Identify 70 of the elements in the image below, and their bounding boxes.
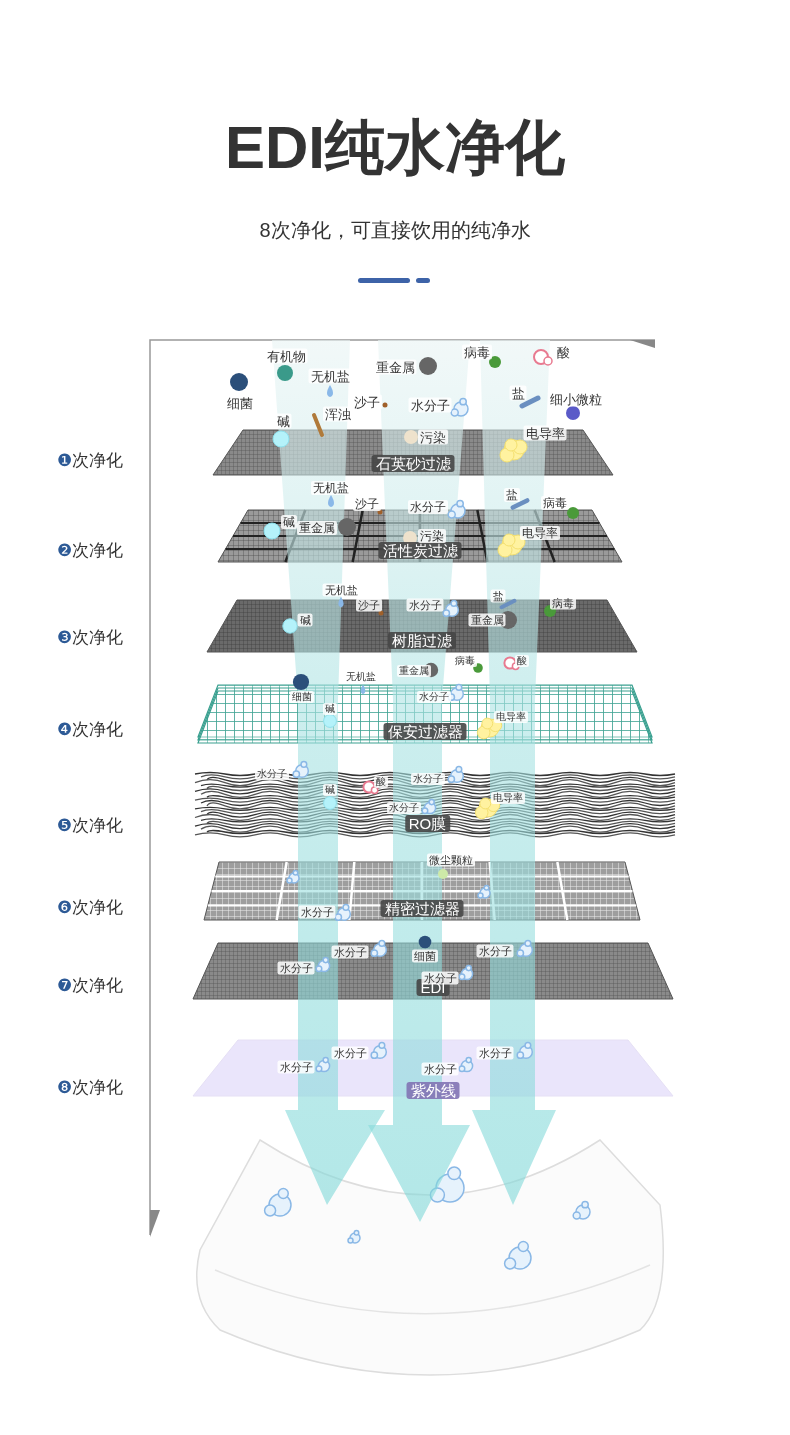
particle-label: 电导率 xyxy=(523,425,567,441)
particle-label: 水分子 xyxy=(298,905,336,919)
particle-label: 碱 xyxy=(323,703,337,715)
particle-label: 水分子 xyxy=(408,500,448,514)
particle-label: 沙子 xyxy=(352,394,382,410)
particle-label: 水分子 xyxy=(255,768,289,780)
particle-label: 无机盐 xyxy=(322,583,360,597)
title: EDI纯水净化 xyxy=(224,118,566,178)
particle-label: 水分子 xyxy=(411,773,445,785)
stage-label: ❻次净化 xyxy=(57,898,124,916)
particle-label: 污染 xyxy=(418,429,448,445)
stage-label: ❶次净化 xyxy=(57,451,124,469)
particle-label: 酸 xyxy=(554,344,572,360)
stage-label: ❷次净化 xyxy=(57,541,124,559)
particle-label: 微尘颗粒 xyxy=(427,853,475,867)
particle-label: 细菌 xyxy=(290,691,314,703)
particle-label: 无机盐 xyxy=(308,368,352,384)
particle-label: 病毒 xyxy=(462,344,492,360)
particle-label: 无机盐 xyxy=(311,481,351,495)
stage-label: ❺次净化 xyxy=(57,816,124,834)
particle-label: 水分子 xyxy=(421,1062,459,1076)
particle-label: 病毒 xyxy=(550,596,576,610)
layer-label: 紫外线 xyxy=(406,1082,460,1099)
particle-label: 水分子 xyxy=(277,1060,315,1074)
particle-label: 水分子 xyxy=(406,598,444,612)
particle-label: 电导率 xyxy=(494,711,528,723)
particle-label: 电导率 xyxy=(520,526,560,540)
particle-label: 重金属 xyxy=(373,359,417,375)
particle-label: 重金属 xyxy=(297,521,337,535)
particle-label: 水分子 xyxy=(476,944,514,958)
particle-label: 水分子 xyxy=(408,397,452,413)
layer-label: 保安过滤器 xyxy=(383,723,467,740)
particle-label: 盐 xyxy=(504,488,520,502)
particle-label: 酸 xyxy=(374,776,388,788)
stage-label: ❸次净化 xyxy=(57,628,124,646)
particle-label: 污染 xyxy=(418,529,446,543)
particle-label: 电导率 xyxy=(491,792,525,804)
particle-label: 碱 xyxy=(323,784,337,796)
particle-label: 碱 xyxy=(281,515,297,529)
layer-label: 活性炭过滤 xyxy=(378,542,462,559)
particle-label: 细小微粒 xyxy=(548,391,604,407)
layer-label: 精密过滤器 xyxy=(380,900,464,917)
layer-label: RO膜 xyxy=(404,815,451,832)
stage-label: ❼次净化 xyxy=(57,976,124,994)
particle-label: 有机物 xyxy=(264,348,308,364)
layer-label: 树脂过滤 xyxy=(388,632,456,649)
particle-label: 水分子 xyxy=(331,945,369,959)
particle-label: 水分子 xyxy=(277,961,315,975)
particle-label: 沙子 xyxy=(356,598,382,612)
stage-label: ❹次净化 xyxy=(57,720,124,738)
particle-label: 重金属 xyxy=(468,613,506,627)
layer-label: 石英砂过滤 xyxy=(371,455,455,472)
particle-label: 细菌 xyxy=(412,949,438,963)
particle-label: 酸 xyxy=(515,655,529,667)
particle-label: 无机盐 xyxy=(344,671,378,683)
particle-label: 重金属 xyxy=(397,665,431,677)
particle-label: 水分子 xyxy=(417,691,451,703)
particle-label: 沙子 xyxy=(353,497,381,511)
subtitle: 8次净化，可直接饮用的纯净水 xyxy=(257,219,533,241)
particle-label: 碱 xyxy=(274,413,292,429)
stage-label: ❽次净化 xyxy=(57,1078,124,1096)
particle-label: 盐 xyxy=(509,385,527,401)
particle-label: 水分子 xyxy=(476,1046,514,1060)
particle-label: 盐 xyxy=(490,589,506,603)
particle-label: 病毒 xyxy=(541,496,569,510)
particle-label: 细菌 xyxy=(225,395,255,411)
particle-label: 水分子 xyxy=(387,802,421,814)
particle-label: 水分子 xyxy=(331,1046,369,1060)
particle-label: 病毒 xyxy=(453,655,477,667)
particle-label: 碱 xyxy=(297,613,313,627)
